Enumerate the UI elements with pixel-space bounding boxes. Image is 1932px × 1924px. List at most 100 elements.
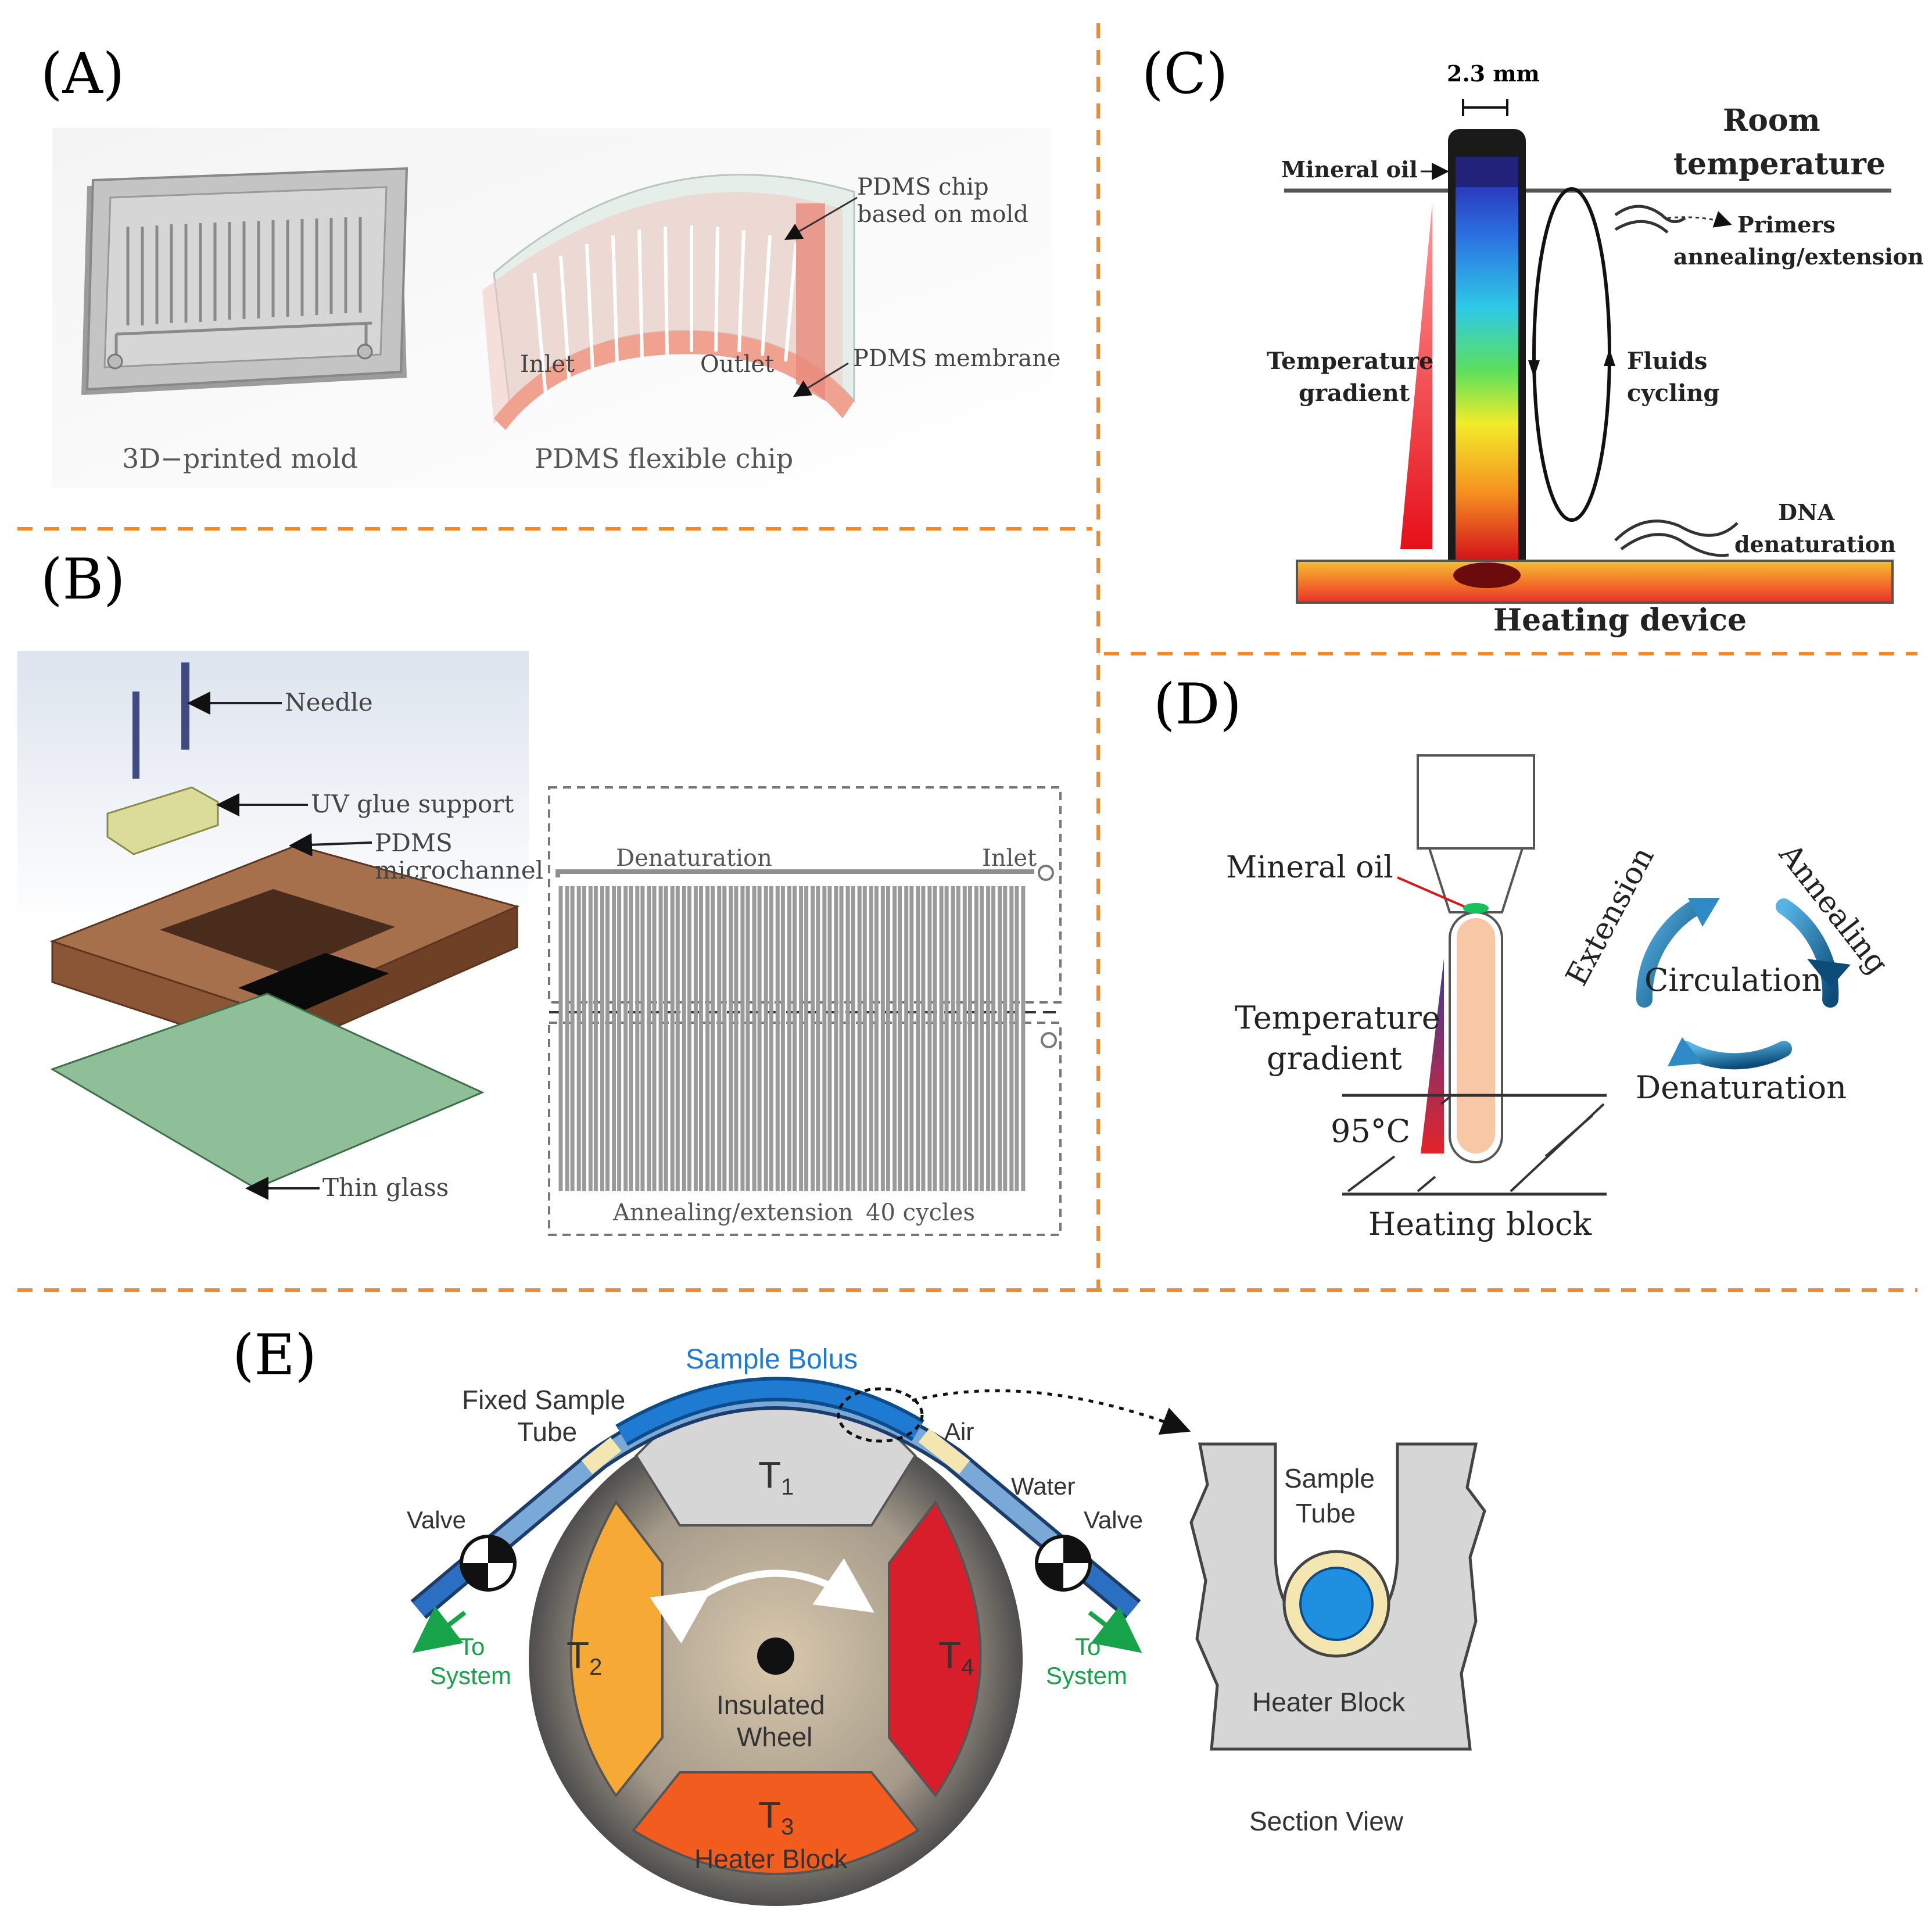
channel-diagram xyxy=(548,786,1062,1236)
wheel-axle xyxy=(757,1638,794,1675)
system-left: System xyxy=(430,1662,511,1689)
dna-label-1: DNA xyxy=(1778,499,1835,525)
cycling-ellipse xyxy=(1532,187,1611,522)
pdms-label-1: PDMS xyxy=(375,829,453,857)
fluids-label-1: Fluids xyxy=(1627,347,1707,375)
heater-block-t3 xyxy=(632,1771,920,1875)
to-system-left-arrow xyxy=(412,1606,467,1653)
t2-label: T2 xyxy=(567,1634,602,1680)
panel-b: (B) Needle UV glue support PDMS microcha… xyxy=(17,547,1062,1236)
temp-label: 95°C xyxy=(1331,1113,1410,1149)
valve-right-icon xyxy=(1035,1535,1092,1592)
air-label: Air xyxy=(944,1418,974,1445)
gradient-triangle xyxy=(1400,203,1432,549)
to-left: To xyxy=(459,1633,485,1660)
zoom-circle xyxy=(837,1387,924,1443)
t4-label: T4 xyxy=(938,1634,974,1680)
panel-e-label: (E) xyxy=(232,1323,317,1388)
thin-glass-label: Thin glass xyxy=(322,1173,449,1202)
pdms-dark-region xyxy=(238,953,389,1011)
heating-block-label: Heating block xyxy=(1368,1206,1592,1242)
chip-callout-line xyxy=(784,196,858,241)
fixed-tube-label-1: Fixed Sample xyxy=(462,1385,625,1415)
insulated-label-2: Wheel xyxy=(737,1722,812,1752)
gradient-label-2: gradient xyxy=(1299,379,1410,407)
panel-d-label: (D) xyxy=(1153,672,1242,737)
flexible-chip-illustration xyxy=(482,174,855,430)
primers-label-2: annealing/extension xyxy=(1673,243,1924,270)
mineral-oil-drop xyxy=(1463,903,1489,913)
to-system-right-arrow xyxy=(1088,1606,1142,1653)
sample-tube-label-1: Sample xyxy=(1284,1463,1375,1493)
mineral-oil-layer xyxy=(1456,157,1518,187)
dna-icon xyxy=(1614,519,1739,542)
system-right: System xyxy=(1046,1662,1127,1689)
gradient-label-1: Temperature xyxy=(1267,347,1433,375)
primers-label-1: Primers xyxy=(1737,212,1836,238)
panel-e: (E) T1 T2 T4 T3 Heater Block Insulated W… xyxy=(232,1323,1486,1906)
sample-bolus-label: Sample Bolus xyxy=(686,1344,858,1375)
fixed-tube-label-2: Tube xyxy=(517,1417,577,1447)
chip-caption: PDMS flexible chip xyxy=(535,443,793,474)
needle-label: Needle xyxy=(285,688,373,716)
air-segment-right xyxy=(918,1428,970,1474)
mineral-oil-label: Mineral oil xyxy=(1281,156,1418,182)
panel-dividers xyxy=(17,23,1917,1292)
heater-block-t4 xyxy=(888,1500,982,1798)
tube-cone xyxy=(1428,847,1524,913)
sample-tube-label-2: Tube xyxy=(1296,1498,1356,1528)
gradient-label-d2: gradient xyxy=(1267,1040,1402,1077)
tube-sample xyxy=(1457,918,1495,1153)
heater-block-t2 xyxy=(569,1500,664,1798)
mineral-oil-label-d: Mineral oil xyxy=(1226,850,1393,885)
pdms-callout-line xyxy=(289,833,372,857)
mold-caption: 3D−printed mold xyxy=(122,443,358,474)
to-right: To xyxy=(1075,1633,1101,1660)
membrane-callout-line xyxy=(793,362,849,397)
room-label-1: Room xyxy=(1723,103,1820,138)
inlet-label: Inlet xyxy=(520,351,575,378)
insulated-label-1: Insulated xyxy=(716,1690,825,1720)
heating-device-label: Heating device xyxy=(1493,603,1747,638)
thin-glass xyxy=(50,993,485,1189)
t3-heater-label: Heater Block xyxy=(694,1844,848,1874)
tube-cap xyxy=(1417,754,1535,850)
serpentine-channels xyxy=(558,886,1026,1191)
mold-illustration xyxy=(81,167,408,395)
uv-glue-label: UV glue support xyxy=(311,790,514,818)
uv-glue-block xyxy=(106,786,219,855)
water-label: Water xyxy=(1011,1472,1075,1500)
chip-callout-1: PDMS chip xyxy=(857,174,989,200)
dna-label-2: denaturation xyxy=(1734,531,1896,557)
heating-device-bar xyxy=(1296,560,1894,604)
zoom-arrow xyxy=(912,1389,1191,1435)
air-segment-left xyxy=(581,1437,622,1474)
panel-a-label: (A) xyxy=(41,41,124,106)
needle-1 xyxy=(132,692,139,779)
cycles-label: 40 cycles xyxy=(866,1199,975,1226)
denaturation-label-d: Denaturation xyxy=(1636,1069,1847,1106)
circulation-label: Circulation xyxy=(1644,962,1822,998)
needle-2 xyxy=(181,662,189,750)
membrane-callout: PDMS membrane xyxy=(853,345,1061,372)
chip-callout-2: based on mold xyxy=(857,201,1028,228)
annealing-label: Annealing/extension xyxy=(612,1199,853,1226)
outlet-label: Outlet xyxy=(700,351,774,378)
gradient-triangle-d xyxy=(1421,959,1444,1153)
rotation-arrow xyxy=(650,1558,874,1644)
panel-c: (C) 2.3 mm Room temperature Mineral oil … xyxy=(1142,41,1924,638)
panel-a: (A) 3D−printed mold PDMS fl xyxy=(41,41,1061,488)
panel-c-label: (C) xyxy=(1142,41,1228,106)
inlet-label-b: Inlet xyxy=(982,845,1037,872)
width-label: 2.3 mm xyxy=(1447,60,1540,87)
room-label-2: temperature xyxy=(1673,146,1886,182)
valve-left-label: Valve xyxy=(407,1506,466,1534)
serpentine-lines xyxy=(558,886,1026,1191)
fluids-label-2: cycling xyxy=(1627,379,1719,407)
t3-label: T3 xyxy=(758,1794,794,1840)
valve-right-label: Valve xyxy=(1084,1506,1143,1534)
t1-label: T1 xyxy=(758,1454,794,1500)
panel-d: (D) Mineral oil Temperature gradient 95°… xyxy=(1153,672,1895,1242)
pdms-channel-area xyxy=(160,889,395,973)
